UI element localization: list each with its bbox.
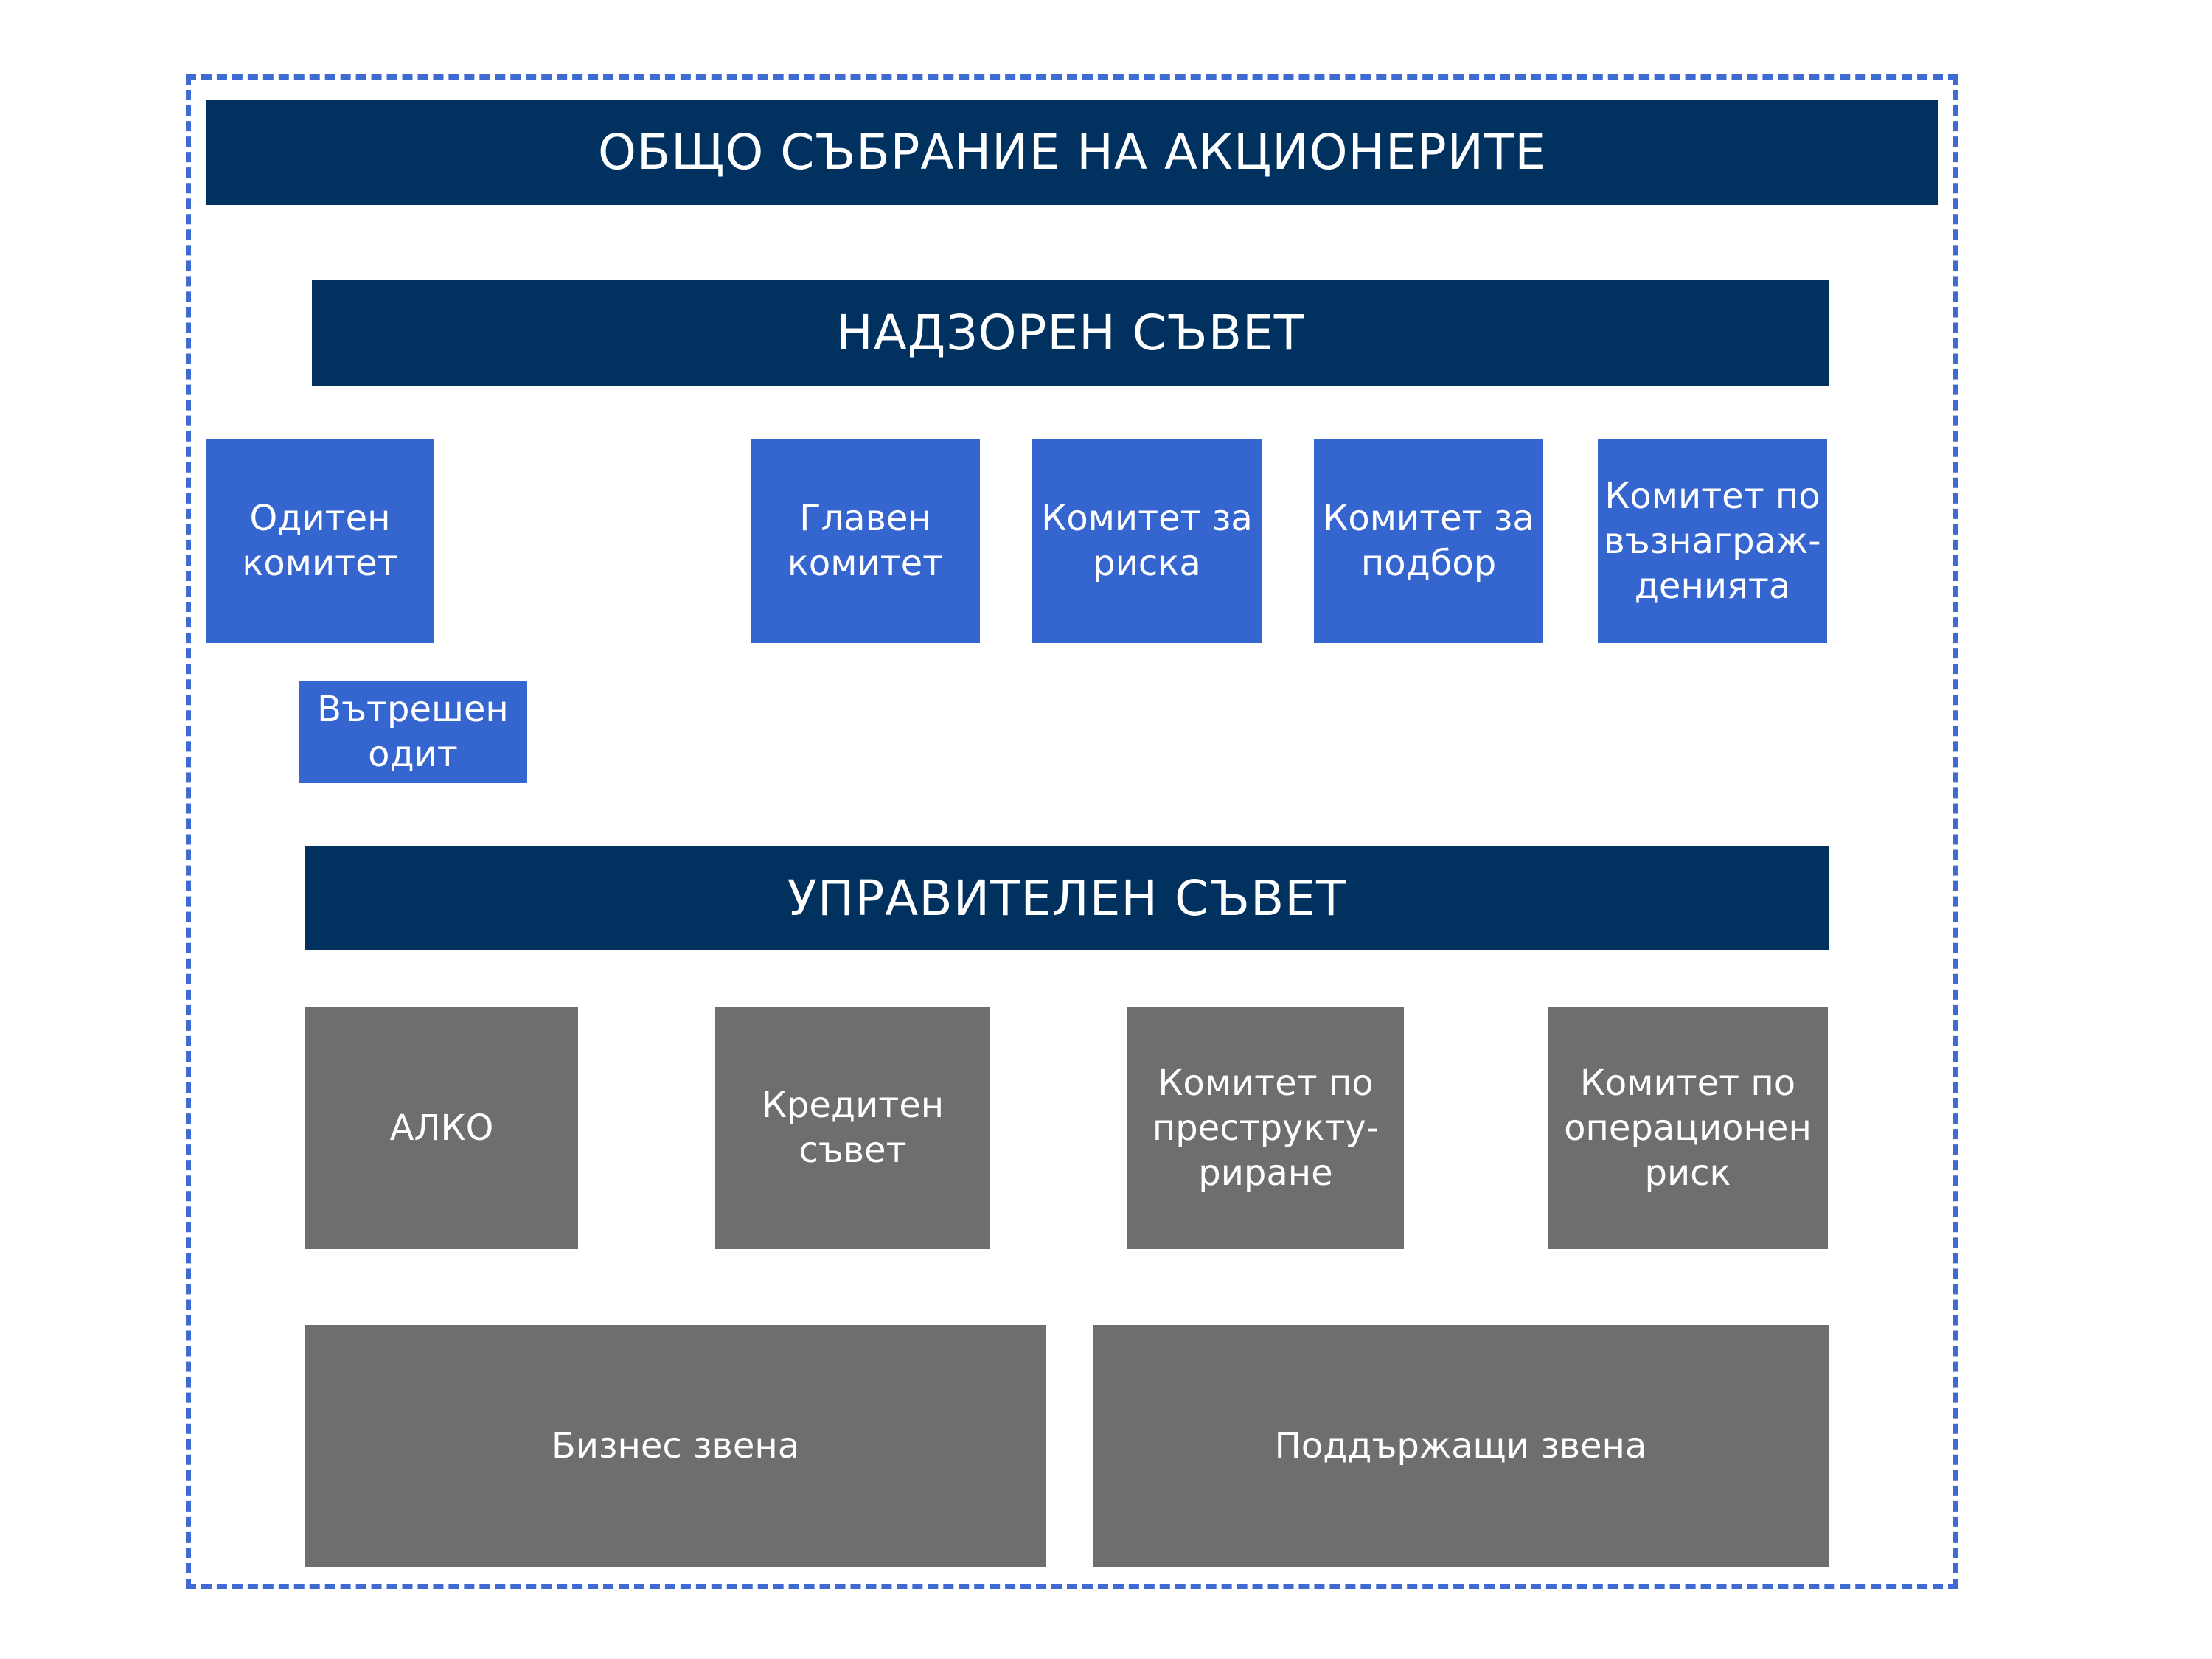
business-units-box: Бизнес звена [305,1325,1046,1567]
management-board-box: УПРАВИТЕЛЕН СЪВЕТ [305,846,1829,950]
restructuring-committee-box: Комитет по преструкту- риране [1127,1007,1404,1249]
audit-committee-box: Одитен комитет [206,439,434,643]
risk-committee-box: Комитет за риска [1032,439,1262,643]
credit-council-box: Кредитен съвет [715,1007,990,1249]
general-meeting-box: ОБЩО СЪБРАНИЕ НА АКЦИОНЕРИТЕ [206,100,1938,205]
internal-audit-box: Вътрешен одит [299,681,527,783]
main-committee-box: Главен комитет [751,439,980,643]
operational-risk-committee-box: Комитет по операционен риск [1548,1007,1828,1249]
organization-frame [186,74,1958,1589]
alco-committee-box: АЛКО [305,1007,578,1249]
nomination-committee-box: Комитет за подбор [1314,439,1543,643]
remuneration-committee-box: Комитет по възнаграж- денията [1598,439,1827,643]
support-units-box: Поддържащи звена [1093,1325,1829,1567]
supervisory-board-box: НАДЗОРЕН СЪВЕТ [312,280,1829,386]
